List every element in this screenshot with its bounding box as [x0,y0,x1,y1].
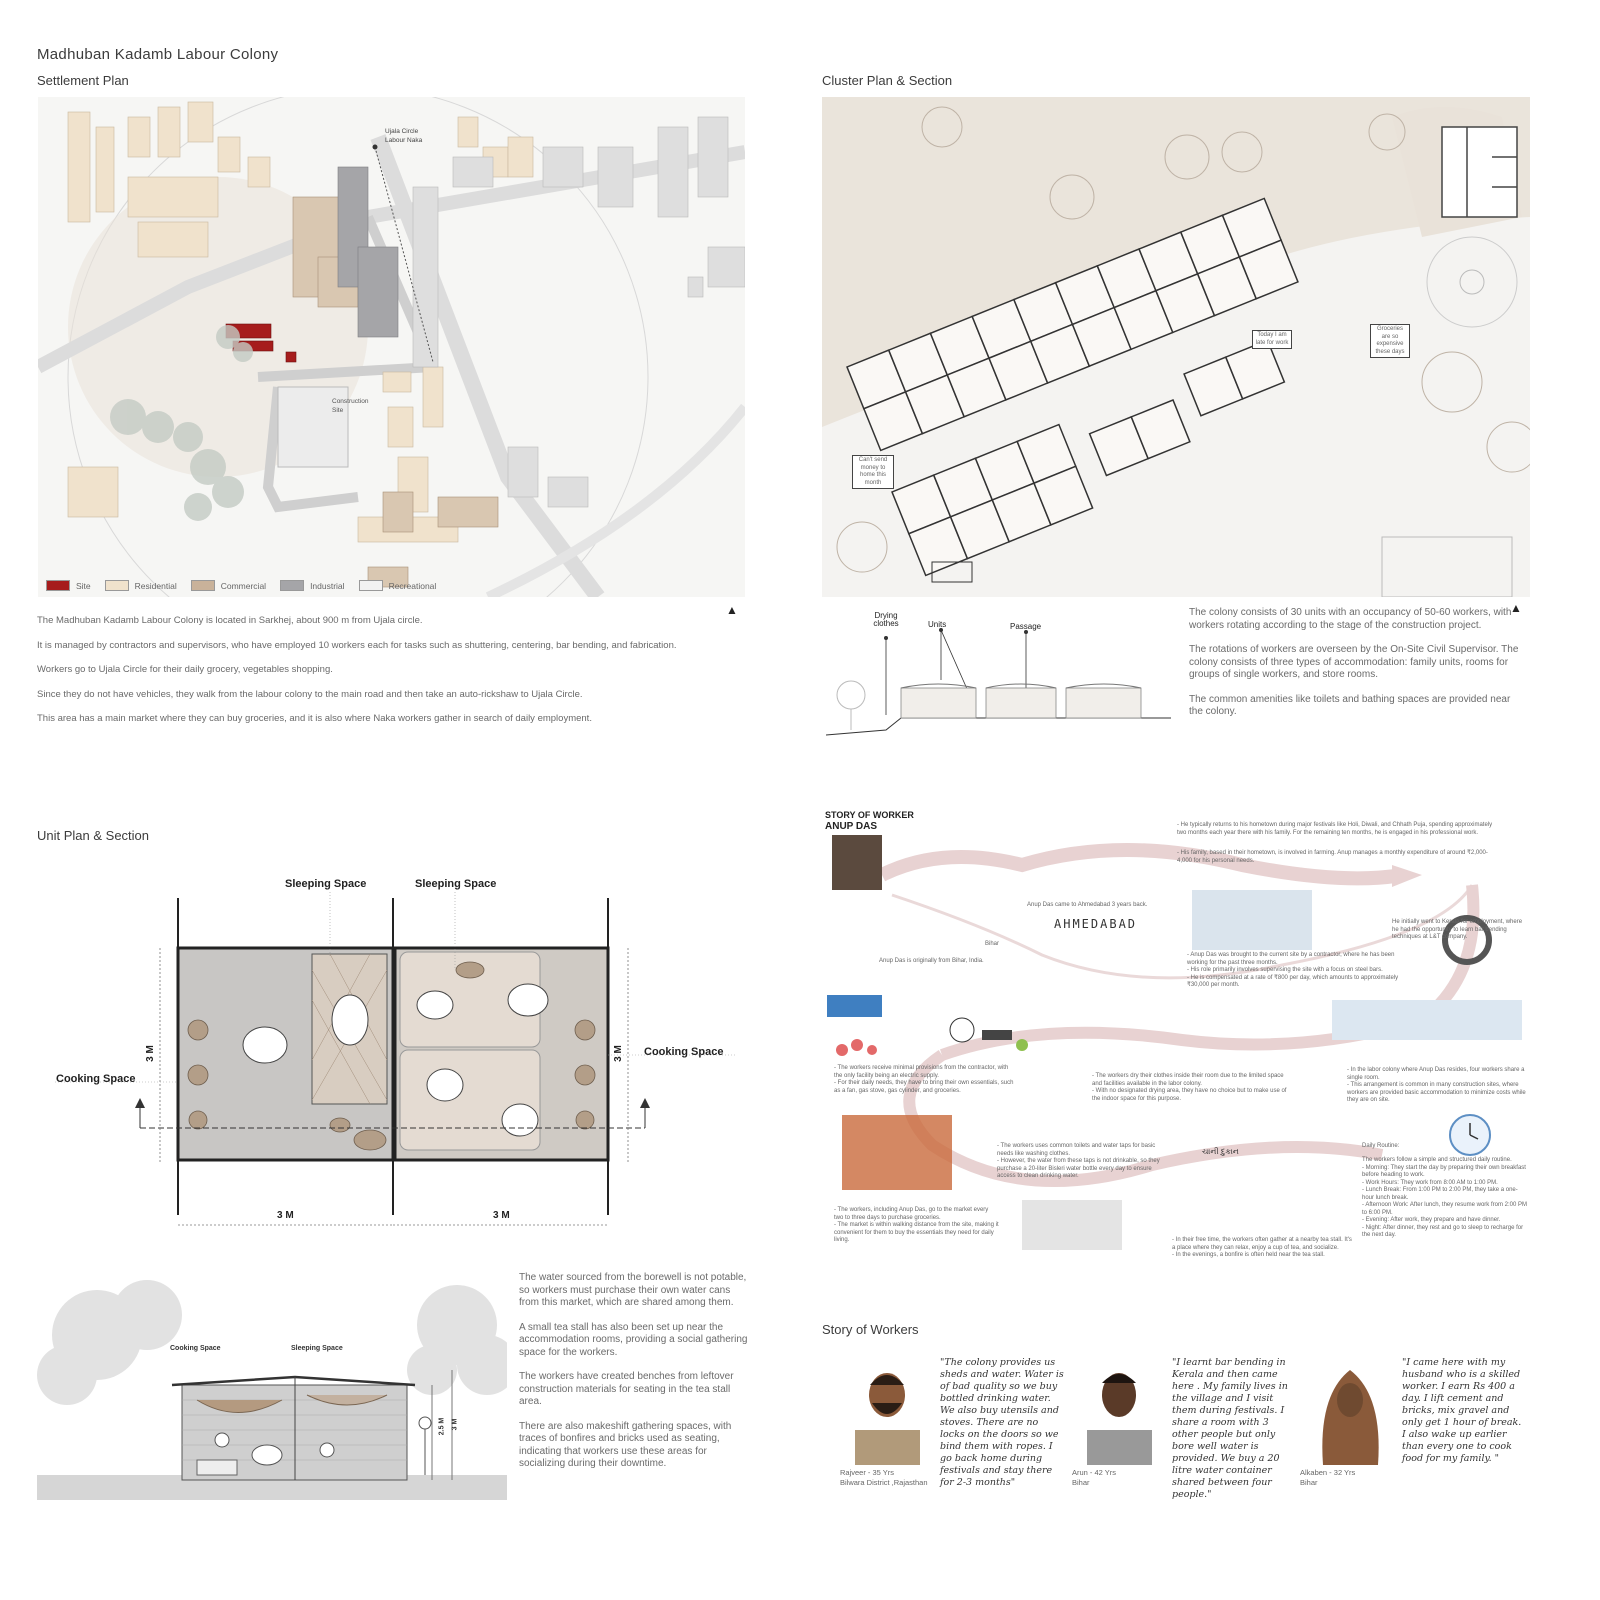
cluster-paragraph: The colony consists of 30 units with an … [1189,607,1512,631]
ujala-circle-label: Ujala Circle Labour Naka [385,128,423,144]
legend-site: Site [46,580,91,591]
worker-name: Arun - 42 Yrs [1072,1468,1117,1477]
worker-quote: "I learnt bar bending in Kerala and then… [1172,1357,1288,1500]
worker-name: Rajveer - 35 Yrs [840,1468,895,1477]
legend-site-swatch [46,580,70,591]
rajveer-portrait-icon [855,1373,920,1465]
story-of-workers-heading: Story of Workers [822,1322,919,1337]
cluster-section: Drying clothes Units Passage [825,610,1171,750]
story-city: AHMEDABAD [1054,917,1138,931]
legend-industrial-swatch [280,580,305,591]
story-note-provisions: - The workers receive minimal provisions… [834,1065,1014,1094]
legend-recreational: Recreational [358,580,436,591]
unit-description: The water sourced from the borewell is n… [519,1272,749,1483]
story-note-farming: - His family, based in their hometown, i… [1177,850,1488,864]
story-note-came: Anup Das came to Ahmedabad 3 years back. [1027,902,1148,908]
section-label-drying: Drying clothes [873,611,899,628]
worker-name: Alkaben - 32 Yrs [1300,1468,1356,1477]
unit-paragraph: A small tea stall has also been set up n… [519,1321,748,1358]
cluster-plan-heading: Cluster Plan & Section [822,73,953,88]
story-note-freetime: - In their free time, the workers often … [1172,1237,1352,1258]
story-note-contractor: - Anup Das was brought to the current si… [1187,952,1399,988]
legend-residential-swatch [104,580,129,591]
cluster-paragraph: The rotations of workers are overseen by… [1189,644,1519,680]
settlement-map-drawing [38,97,745,597]
section-cooking-label: Cooking Space [170,1345,221,1352]
unit-plan-heading: Unit Plan & Section [37,828,150,843]
section-label-passage: Passage [1010,622,1042,631]
unit-section-drawing [37,1280,517,1500]
north-arrow-icon: ▲ [726,603,738,617]
dimension-right: 3 M [612,1045,624,1062]
story-worker-name: ANUP DAS [825,821,878,832]
legend-commercial: Commercial [190,580,266,591]
sleeping-space-label-1: Sleeping Space [285,878,367,890]
story-note-routine: The workers follow a simple and structur… [1362,1157,1527,1238]
cluster-description: The colony consists of 30 units with an … [1189,607,1524,731]
story-kicker: STORY OF WORKER [825,810,914,820]
settlement-paragraph: The Madhuban Kadamb Labour Colony is loc… [37,615,423,626]
story-bihar-label: Bihar [985,941,1000,947]
alkaben-portrait-icon [1322,1370,1379,1465]
unit-plan: Sleeping Space Sleeping Space Cooking Sp… [40,870,740,1250]
worker-quote: "The colony provides us sheds and water.… [940,1357,1064,1488]
anup-das-story: STORY OF WORKER ANUP DAS AHMEDABAD - He … [822,805,1532,1275]
settlement-map: Ujala Circle Labour Naka Construction Si… [38,97,745,597]
unit-section: Cooking Space Sleeping Space 2.5 M 3 M [37,1275,517,1500]
story-journey-drawing [827,835,1522,1250]
unit-paragraph: The water sourced from the borewell is n… [519,1272,747,1308]
legend-residential: Residential [104,580,177,591]
story-note-market: - The workers, including Anup Das, go to… [834,1207,999,1243]
construction-site-label: Construction Site [332,398,369,414]
section-sleeping-label: Sleeping Space [291,1345,343,1352]
worker-portrait [1303,1355,1398,1465]
legend-industrial: Industrial [280,580,345,591]
dimension-bottom-left: 3 M [274,1210,297,1221]
arun-portrait-icon [1087,1373,1152,1465]
project-title: Madhuban Kadamb Labour Colony [37,46,279,63]
cooking-space-label-left: Cooking Space [56,1073,136,1085]
settlement-paragraph: Workers go to Ujala Circle for their dai… [37,664,333,675]
worker-portrait [840,1355,935,1465]
settlement-description: The Madhuban Kadamb Labour Colony is loc… [37,615,747,738]
story-note-drying: - The workers dry their clothes inside t… [1092,1073,1287,1102]
cluster-section-drawing [825,628,1171,736]
section-label-units: Units [928,620,947,629]
callout-late: Today I am late for work [1252,330,1292,349]
callout-money: Can't send money to home this month [852,455,894,489]
settlement-plan-heading: Settlement Plan [37,73,129,88]
north-arrow-icon: ▲ [1510,601,1522,615]
cluster-paragraph: The common amenities like toilets and ba… [1189,693,1511,718]
story-note-toilets: - The workers uses common toilets and wa… [997,1143,1160,1179]
sleeping-space-label-2: Sleeping Space [415,878,497,890]
worker-quote: "I came here with my husband who is a sk… [1402,1357,1522,1464]
callout-groceries: Groceries are so expensive these days [1370,324,1410,358]
story-note-kerala: He initially went to Kerala for employme… [1392,919,1523,940]
section-height-3: 3 M [451,1418,459,1431]
worker-origin: Bilwara District ,Rajasthan [840,1478,928,1487]
cluster-plan: Today I am late for work Groceries are s… [822,97,1530,597]
cluster-plan-drawing [822,97,1530,597]
legend-recreational-swatch [358,580,383,591]
story-routine-title: Daily Routine: [1362,1143,1400,1149]
dimension-bottom-right: 3 M [490,1210,513,1221]
unit-paragraph: The workers have created benches from le… [519,1371,734,1407]
unit-plan-drawing [55,892,735,1226]
story-note-origin: Anup Das is originally from Bihar, India… [879,958,984,964]
cooking-space-label-right: Cooking Space [644,1046,724,1058]
legend-commercial-swatch [190,580,215,591]
dimension-left: 3 M [144,1045,156,1062]
story-note-hometown: - He typically returns to his hometown d… [1177,822,1493,836]
story-note-sharing: - In the labor colony where Anup Das res… [1347,1067,1526,1103]
section-height-25: 2.5 M [438,1417,446,1436]
settlement-paragraph: It is managed by contractors and supervi… [37,639,677,651]
settlement-paragraph: This area has a main market where they c… [37,713,592,724]
settlement-paragraph: Since they do not have vehicles, they wa… [37,688,583,700]
worker-portrait [1072,1355,1167,1465]
story-tea-sign: ચાની દુકાન [1202,1147,1239,1156]
map-legend: Site Residential Commercial Industrial R… [46,580,450,591]
worker-origin: Bihar [1300,1478,1318,1487]
worker-origin: Bihar [1072,1478,1090,1487]
unit-paragraph: There are also makeshift gathering space… [519,1420,732,1470]
